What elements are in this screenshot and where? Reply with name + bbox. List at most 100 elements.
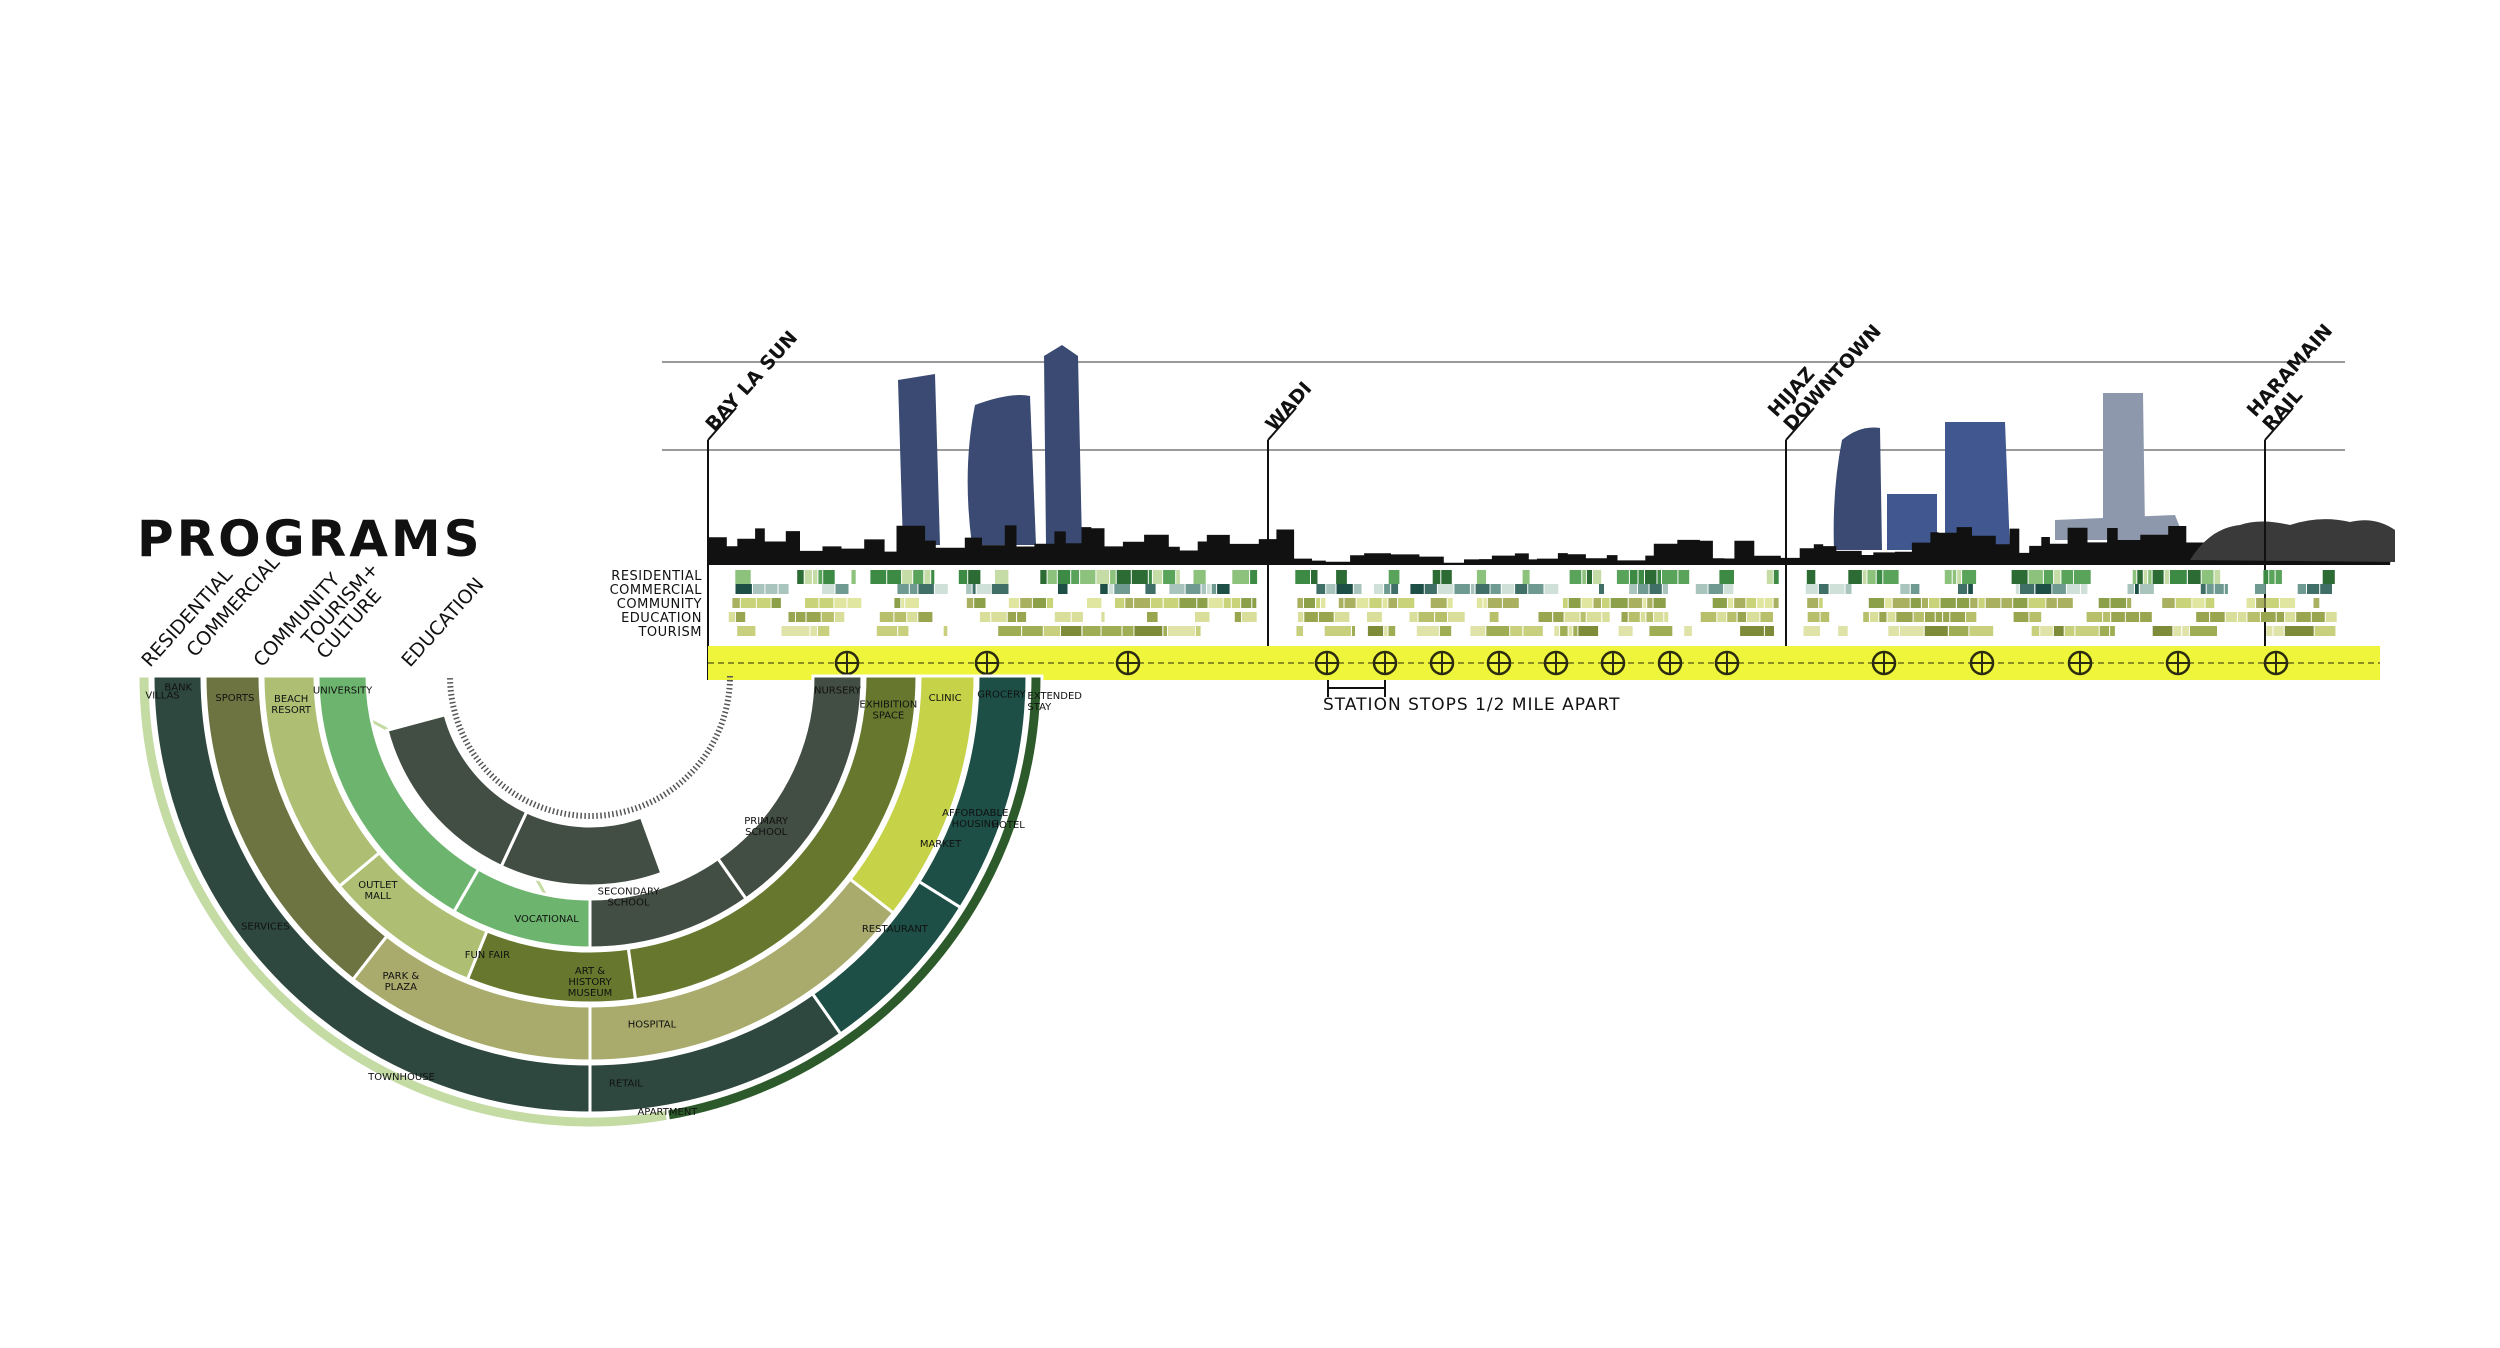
program-bar [834,612,845,622]
program-bar [1653,598,1666,608]
program-bar [2320,584,2332,594]
program-bar [1179,598,1197,608]
program-bar [1985,598,2001,608]
program-bar [1061,626,1082,636]
program-bar [2256,598,2265,608]
program-bar [2314,626,2336,636]
program-bar [1490,584,1501,594]
program-bar [2075,626,2099,636]
program-bar [2182,626,2189,636]
program-bar [2273,626,2284,636]
ring-tourism-beach [261,674,382,889]
program-bar [1195,612,1210,622]
program-bar [740,598,756,608]
program-bar [821,612,834,622]
program-bar [1649,626,1673,636]
program-bar [737,626,756,636]
program-bar [1554,626,1560,636]
program-bar [1344,598,1356,608]
program-bar [813,570,818,584]
program-bar [1296,626,1303,636]
program-bar [1058,584,1068,594]
segment-label: HOTEL [991,820,1025,831]
program-bar [1773,570,1779,584]
programs-ring-chart [136,674,1044,1130]
program-bar [1950,612,1966,622]
program-bar [752,584,765,594]
program-bar [2297,584,2306,594]
program-bar [2043,570,2054,584]
program-bar [1921,598,1928,608]
program-bar [1388,598,1398,608]
program-bar [2015,584,2019,594]
program-bar [1168,626,1195,636]
program-bar [781,626,810,636]
program-bar [1654,612,1664,622]
tower-3 [1044,345,1082,545]
program-bar [1134,626,1163,636]
program-bar [909,584,918,594]
program-bar [1367,626,1384,636]
program-bar [1100,584,1108,594]
page-title: PROGRAMS [137,510,483,568]
program-bar [2127,584,2134,594]
program-bar [1352,626,1355,636]
program-bar [1829,584,1845,594]
program-bar [2296,612,2311,622]
segment-label: APARTMENT [637,1107,698,1118]
program-bar [1122,626,1134,636]
program-bar [2275,570,2282,584]
program-bar [2064,626,2075,636]
station-leader [707,407,737,441]
ring-category-label: EDUCATION [397,574,488,672]
segment-label: UNIVERSITY [313,685,373,696]
program-bar [1807,598,1819,608]
program-bar [1297,612,1304,622]
program-bar [1646,612,1654,622]
program-bar [2206,584,2214,594]
program-bar [1022,626,1043,636]
program-bar [1193,570,1206,584]
program-bar [2140,612,2152,622]
program-bar [2260,612,2276,622]
skyline-silhouette [708,525,2394,565]
program-bar [913,570,924,584]
program-bar [1863,612,1869,622]
program-bar [1163,626,1167,636]
program-bar [1489,612,1499,622]
program-bar [1948,626,1969,636]
program-bar [1432,570,1441,584]
row-label: EDUCATION [621,611,702,626]
program-bar [1475,584,1490,594]
program-bar [2164,570,2169,584]
program-bar [810,626,817,636]
program-bar [1560,626,1568,636]
station-label: BAY LA SUN [701,327,802,435]
program-bar [1448,612,1465,622]
program-bar [1437,584,1454,594]
program-bar [1007,612,1016,622]
program-bar [1208,598,1223,608]
program-bar [2201,570,2214,584]
inner-tick-ring [447,675,733,819]
program-bar [1017,612,1027,622]
program-bar [1618,626,1633,636]
program-bar [1338,598,1344,608]
program-bar [1040,570,1047,584]
program-bar [1336,584,1353,594]
program-bar [1232,570,1250,584]
program-bar [756,598,771,608]
program-bar [1888,626,1899,636]
program-bar [1515,584,1528,594]
program-bar [1032,598,1046,608]
program-bar [1324,626,1351,636]
program-bar [1316,584,1326,594]
program-bar [2276,612,2285,622]
program-bar [1569,570,1582,584]
segment-label: PARK &PLAZA [382,971,419,993]
program-bar [1747,612,1760,622]
program-bar [1382,598,1388,608]
row-label: COMMUNITY [617,597,702,612]
program-bar [991,612,1007,622]
program-bar [2237,612,2247,622]
